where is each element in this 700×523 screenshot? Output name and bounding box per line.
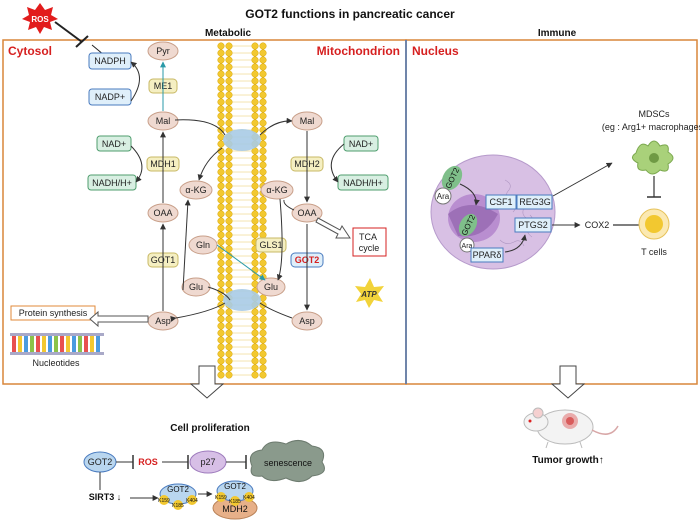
glu-node-cytosol [181, 277, 211, 297]
oaa-label-cytosol: OAA [153, 208, 172, 218]
asp-label-mito: Asp [299, 316, 315, 326]
cell-proliferation-label: Cell proliferation [170, 423, 249, 434]
transporter-bottom [223, 289, 261, 311]
nadph-label: NADPH [94, 56, 126, 66]
tumor-growth-label: Tumor growth↑ [532, 455, 603, 466]
tca-label-line2: cycle [359, 243, 380, 253]
ros-star-icon [22, 3, 58, 34]
oaa-node-mito [291, 203, 323, 223]
atp-star-icon [355, 278, 384, 308]
mitochondrion-label: Mitochondrion [317, 44, 400, 58]
asp-to-protein-arrow [89, 310, 149, 328]
senescence-label: senescence [264, 458, 312, 468]
ptgs2-box [514, 217, 552, 233]
tca-label: TCA cycle [359, 232, 380, 253]
got2-label-complex: GOT2 [224, 482, 246, 491]
glu-label-mito: Glu [264, 282, 278, 292]
tca-cycle-box [352, 227, 387, 257]
nadp-box [88, 88, 132, 106]
p27-label: p27 [200, 457, 215, 467]
glu-label-cytosol: Glu [189, 282, 203, 292]
nadp-label: NADP+ [95, 92, 125, 102]
mdsc-label: MDSCs [639, 109, 670, 119]
pyr-node [147, 41, 179, 61]
gln-label: Gln [196, 240, 210, 250]
glu-node-mito [256, 277, 286, 297]
mal-label-cytosol: Mal [156, 116, 171, 126]
cox2-label: COX2 [585, 220, 610, 230]
ppar-box [470, 247, 504, 263]
k404-label: K404 [186, 498, 198, 504]
ptgs2-label: PTGS2 [518, 220, 548, 230]
atp-label: ATP [360, 290, 377, 299]
csf1-box [485, 194, 517, 210]
got2-label-bottom: GOT2 [88, 457, 113, 467]
got2-node-nucleus-outer [441, 165, 463, 191]
gls1-label: GLS1 [259, 240, 282, 250]
ppar-label: PPARδ [473, 250, 502, 260]
nadh-box-mito [337, 174, 389, 191]
diagram-title: GOT2 functions in pancreatic cancer [245, 7, 455, 21]
immune-header: Immune [538, 28, 577, 39]
senescence-cloud [249, 440, 325, 482]
down-arrow-right [550, 365, 586, 399]
ros-label: ROS [31, 15, 49, 24]
metabolic-header: Metabolic [205, 28, 252, 39]
ara-label-outer: Ara [437, 192, 450, 201]
gls1-enzyme [255, 237, 287, 253]
reg3g-box [516, 194, 553, 210]
nucleotides-label: Nucleotides [32, 358, 80, 368]
got2-label-acetyl: GOT2 [167, 485, 189, 494]
nadh-box-cytosol [87, 174, 137, 191]
tca-label-text: TCA [359, 232, 377, 242]
mdh2-label-bottom: MDH2 [222, 504, 248, 514]
nad-box-cytosol [96, 135, 132, 152]
protein-synthesis-label: Protein synthesis [19, 308, 88, 318]
cytosol-label: Cytosol [8, 44, 52, 58]
nadh-label-mito: NADH/H+ [343, 178, 383, 188]
csf1-label: CSF1 [489, 197, 512, 207]
asp-label-cytosol: Asp [155, 316, 171, 326]
oaa-label-mito: OAA [297, 208, 316, 218]
metabolic-frame [2, 39, 407, 385]
sirt3-label: SIRT3 ↓ [89, 492, 122, 502]
nad-label-mito: NAD+ [349, 139, 373, 149]
k185-label: K185 [172, 503, 184, 509]
oaa-to-tca-arrow [315, 217, 351, 239]
tcells-label: T cells [641, 247, 667, 257]
mal-label-mito: Mal [300, 116, 315, 126]
akg-node-cytosol [179, 180, 213, 200]
oaa-node-cytosol [147, 203, 179, 223]
nad-label-cytosol: NAD+ [102, 139, 126, 149]
reg3g-label: REG3G [519, 197, 551, 207]
nadph-box [88, 52, 132, 70]
asp-node-mito [291, 311, 323, 331]
k404-label-complex: K404 [243, 495, 255, 501]
k159-label: K159 [158, 498, 170, 504]
mouse-icon [523, 407, 619, 449]
ara-node-outer [434, 187, 452, 205]
down-arrow-left [189, 365, 225, 399]
nadh-label-cytosol: NADH/H+ [92, 178, 132, 188]
akg-label-cytosol: α-KG [185, 185, 206, 195]
nucleotides-icon [10, 333, 104, 355]
akg-label-mito: α-KG [266, 185, 287, 195]
mal-node-cytosol [147, 111, 179, 131]
ros-label-bottom: ROS [138, 457, 158, 467]
mitochondrial-membrane [217, 42, 267, 379]
pyr-label: Pyr [156, 46, 170, 56]
protein-synthesis-box [10, 305, 96, 321]
ara-label-inner: Ara [462, 243, 473, 250]
nad-box-mito [343, 135, 379, 152]
transporter-top [223, 129, 261, 151]
mdsc-sublabel: (eg : Arg1+ macrophages) [602, 122, 700, 132]
got2-node-nucleus-inner [458, 213, 478, 237]
akg-node-mito [260, 180, 294, 200]
k185-label-complex: K185 [229, 499, 241, 505]
k159-label-complex: K159 [215, 495, 227, 501]
nucleus-label: Nucleus [412, 44, 459, 58]
